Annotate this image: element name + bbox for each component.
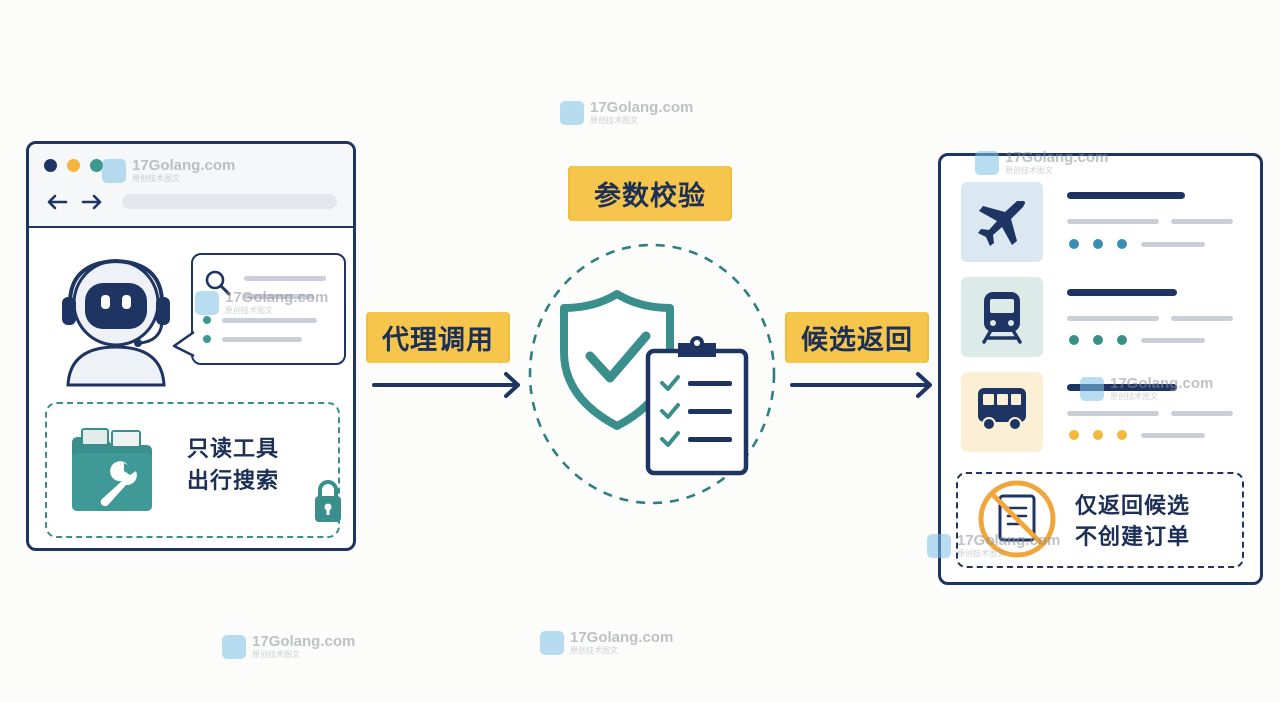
watermark-site: 17Golang.com [252, 633, 356, 650]
toolbox-wrench-icon [72, 428, 152, 511]
flight-result-line [1067, 219, 1159, 224]
bus-icon [978, 388, 1026, 431]
train-result-line [1141, 338, 1205, 343]
watermark-site: 17Golang.com [957, 532, 1061, 549]
watermark-sub: 原创技术图文 [132, 174, 180, 183]
bus-result-title [1067, 384, 1177, 391]
watermark-logo-icon [560, 101, 584, 125]
train-rating-dot [1069, 335, 1079, 345]
watermark-site: 17Golang.com [225, 289, 329, 306]
flight-rating-dot [1069, 239, 1079, 249]
browser-toolbar [29, 144, 353, 228]
step-proxy-call-label: 代理调用 [368, 312, 508, 363]
bus-rating-dot [1093, 430, 1103, 440]
watermark-logo-icon [975, 151, 999, 175]
window-dot-teal [90, 159, 103, 172]
tool-label-line1: 只读工具 [187, 437, 280, 462]
bus-rating-dot [1117, 430, 1127, 440]
watermark-sub: 原创技术图文 [570, 646, 618, 655]
train-result-title [1067, 289, 1177, 296]
flight-rating-dot [1117, 239, 1127, 249]
watermark-logo-icon [195, 291, 219, 315]
lock-icon [315, 480, 341, 522]
watermark-site: 17Golang.com [1110, 375, 1214, 392]
bubble-text-line [244, 294, 314, 299]
bus-result-line [1067, 411, 1159, 416]
train-result-line [1067, 316, 1159, 321]
watermark-sub: 原创技术图文 [225, 306, 273, 315]
train-result-line [1171, 316, 1233, 321]
bus-result-line [1141, 433, 1205, 438]
tool-label-line2: 出行搜索 [187, 469, 280, 494]
train-rating-dot [1093, 335, 1103, 345]
validation-dashed-circle [528, 243, 776, 505]
watermark-site: 17Golang.com [590, 99, 694, 116]
watermark-sub: 原创技术图文 [590, 116, 638, 125]
airplane-icon [978, 201, 1025, 246]
url-bar [122, 194, 337, 209]
checklist-clipboard-icon [645, 336, 749, 476]
flight-result-title [1067, 192, 1185, 199]
watermark-logo-icon [222, 635, 246, 659]
watermark-site: 17Golang.com [132, 157, 236, 174]
watermark-sub: 原创技术图文 [1005, 166, 1053, 175]
read-only-tool-box [45, 402, 340, 538]
robot-agent-icon [62, 258, 170, 387]
watermark-sub: 原创技术图文 [957, 549, 1005, 558]
watermark-sub: 原创技术图文 [252, 650, 300, 659]
back-arrow-icon [47, 194, 68, 210]
step-param-check-label: 参数校验 [570, 166, 730, 221]
watermark-sub: 原创技术图文 [1110, 392, 1158, 401]
window-dot-navy [44, 159, 57, 172]
watermark-logo-icon [102, 159, 126, 183]
watermark-logo-icon [927, 534, 951, 558]
no-order-note-box [956, 472, 1244, 568]
arrow-to-results [790, 372, 932, 398]
watermark-site: 17Golang.com [570, 629, 674, 646]
watermark-logo-icon [540, 631, 564, 655]
flight-result-line [1171, 219, 1233, 224]
flight-result-line [1141, 242, 1205, 247]
window-dot-yellow [67, 159, 80, 172]
no-order-prohibited-icon [978, 480, 1056, 558]
bus-rating-dot [1069, 430, 1079, 440]
step-return-candidates-label: 候选返回 [787, 312, 927, 363]
candidate-results-panel [938, 153, 1263, 585]
bubble-text-line [222, 337, 302, 342]
bubble-bullet [203, 335, 211, 343]
shield-check-icon [560, 290, 674, 430]
train-icon [982, 292, 1022, 344]
bus-result-line [1171, 411, 1233, 416]
forward-arrow-icon [81, 194, 102, 210]
bubble-text-line [244, 276, 326, 281]
flight-rating-dot [1093, 239, 1103, 249]
search-icon [205, 270, 231, 296]
train-rating-dot [1117, 335, 1127, 345]
bubble-tail [172, 330, 195, 358]
arrow-to-validation [372, 372, 520, 398]
note-line1: 仅返回候选 [1075, 494, 1191, 519]
note-line2: 不创建订单 [1075, 525, 1191, 550]
watermark-site: 17Golang.com [1005, 149, 1109, 166]
bubble-text-line [222, 318, 317, 323]
watermark-logo-icon [1080, 377, 1104, 401]
bubble-bullet [203, 316, 211, 324]
